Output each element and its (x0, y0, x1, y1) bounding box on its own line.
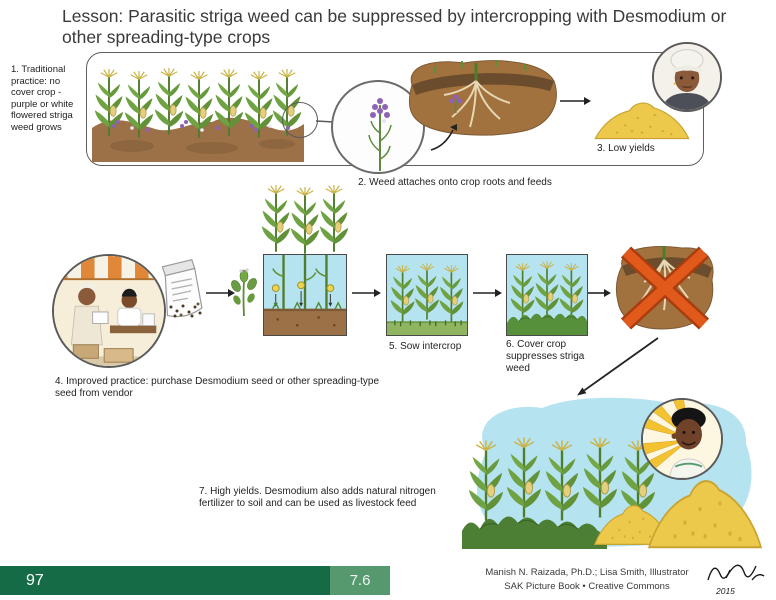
step3-label: 3. Low yields (597, 143, 655, 154)
desmodium-cover-icon (462, 516, 607, 549)
page-title: Lesson: Parasitic striga weed can be sup… (62, 6, 727, 47)
arrow-right-icon (352, 289, 381, 297)
step4-label: 4. Improved practice: purchase Desmodium… (55, 376, 380, 400)
seeds-icon (169, 302, 202, 318)
step6-label: 6. Cover crop suppresses striga weed (506, 339, 585, 375)
arrow-right-icon (473, 289, 502, 297)
attached-striga-icon (449, 94, 463, 114)
seed-bag-icon (161, 258, 203, 318)
happy-farmer-face-icon (643, 400, 721, 478)
arrow-right-icon (588, 289, 611, 297)
sow-seed-panel (263, 254, 347, 336)
striga-flowers-icon (112, 120, 290, 132)
credits: Manish N. Raizada, Ph.D.; Lisa Smith, Il… (468, 566, 706, 595)
farmer-portrait (652, 42, 722, 112)
arrow-right-icon (206, 289, 235, 297)
cover-crop-panel (506, 254, 588, 336)
sow-seed-panel-art (264, 255, 346, 335)
vendor-scene-icon (54, 256, 164, 366)
blocked-roots-illustration (615, 246, 714, 330)
cover-crop-panel-art (507, 255, 587, 335)
step1-label: 1. Traditional practice: no cover crop -… (11, 64, 74, 133)
sow-intercrop-panel-art (387, 255, 467, 335)
diagonal-arrow-icon (577, 337, 659, 396)
customer-figure-icon (70, 283, 109, 346)
illustrator-signature-icon (707, 564, 765, 581)
credit-line-2: SAK Picture Book • Creative Commons (504, 581, 670, 593)
signature-year: 2015 (716, 586, 735, 596)
desmodium-sprig-icon (231, 268, 257, 316)
growing-maize-icon (261, 183, 349, 255)
red-x-icon (620, 246, 710, 330)
maize-field-illustration (92, 66, 304, 162)
corn-pile-large-icon (645, 468, 765, 550)
weed-on-roots-illustration (409, 60, 557, 136)
section-number: 7.6 (330, 566, 390, 595)
zoom-source-circle (282, 102, 318, 138)
sow-intercrop-panel (386, 254, 468, 336)
happy-farmer-portrait (641, 398, 723, 480)
page-number: 97 (0, 566, 390, 595)
step7-label: 7. High yields. Desmodium also adds natu… (199, 486, 436, 510)
credit-line-1: Manish N. Raizada, Ph.D.; Lisa Smith, Il… (485, 567, 689, 578)
awning-icon (54, 256, 164, 281)
vendor-figure-icon (117, 288, 142, 326)
sown-seeds-icon (271, 281, 335, 293)
seed-vendor-scene (52, 254, 166, 368)
farmer-face-icon (654, 44, 720, 110)
step5-label: 5. Sow intercrop (389, 341, 462, 352)
curved-arrow-icon (430, 124, 457, 151)
step2-label: 2. Weed attaches onto crop roots and fee… (358, 177, 552, 188)
arrow-right-icon (560, 97, 591, 105)
